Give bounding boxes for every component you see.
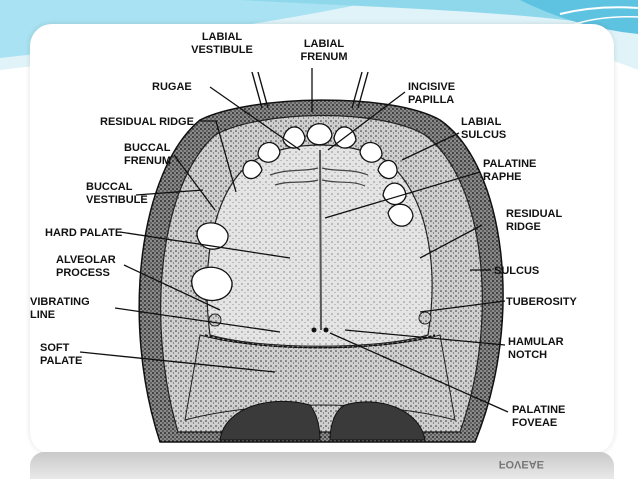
- leader-lines: [79, 68, 509, 413]
- palatine-fovea-left: [311, 327, 317, 333]
- pharynx-opening: [219, 400, 321, 441]
- left-molars: [191, 222, 233, 302]
- card-reflection: FOVEAE: [30, 452, 614, 479]
- anterior-teeth: [242, 123, 414, 227]
- label-hard-palate: HARD PALATE: [45, 227, 122, 239]
- palatine-fovea-right: [323, 327, 329, 333]
- label-rugae: RUGAE: [152, 81, 192, 93]
- labial-vestibule-strokes: [251, 71, 369, 109]
- rugae-ridges: [269, 167, 369, 187]
- label-tuberosity: TUBEROSITY: [506, 296, 578, 308]
- pharynx-opening-right: [329, 401, 426, 441]
- left-tuberosity-mark: [208, 313, 222, 327]
- reflection-text: FOVEAE: [498, 458, 544, 470]
- label-sulcus: SULCUS: [494, 265, 539, 277]
- right-tuberosity-mark: [418, 311, 432, 325]
- vibrating-line-mark: [204, 334, 436, 349]
- label-residual-ridge-left: RESIDUAL RIDGE: [100, 116, 194, 128]
- palatine-raphe-line: [319, 149, 322, 331]
